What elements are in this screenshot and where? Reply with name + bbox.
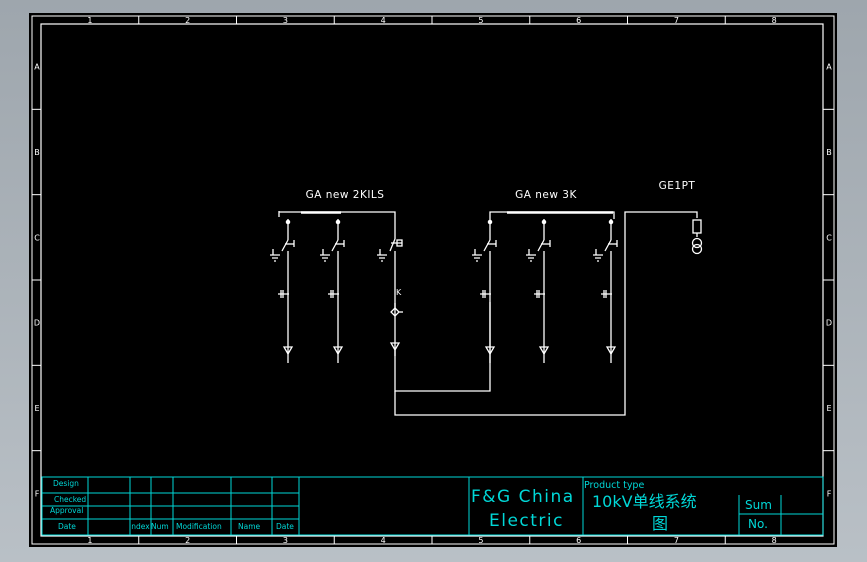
single-line-diagram: GA new 2KILS GA new 3K GE1PT K — [270, 180, 703, 416]
grid-row-label-left: E — [34, 404, 39, 413]
grid-col-label-top: 4 — [381, 16, 386, 25]
company-name-line1: F&G China — [471, 487, 575, 507]
col-modification: Modification — [176, 522, 222, 531]
pt-transformer-bottom — [691, 243, 703, 255]
svg-text:K: K — [396, 288, 402, 297]
feeder-unit — [270, 219, 295, 363]
grid-row-label-right: F — [827, 489, 832, 498]
cad-viewport[interactable] — [29, 13, 837, 547]
grid-row-label-right: D — [826, 319, 832, 328]
company-name-line2: Electric — [489, 511, 564, 531]
grid-col-label-bottom: 5 — [478, 536, 483, 545]
feeder-unit — [526, 219, 551, 363]
grid-row-label-left: B — [34, 148, 40, 157]
label-approval: Approval — [50, 506, 83, 515]
col-index: Index — [129, 522, 150, 531]
no-label: No. — [748, 517, 768, 531]
inner-frame — [40, 23, 824, 537]
grid-col-label-top: 5 — [478, 16, 483, 25]
bus-tie-unit: K — [377, 219, 403, 356]
grid-row-label-left: C — [34, 233, 40, 242]
pt-fuse — [692, 219, 702, 234]
section-left-label: GA new 2KILS — [306, 189, 385, 201]
grid-col-label-top: 3 — [283, 16, 288, 25]
grid-ticks — [32, 16, 834, 544]
pt-label: GE1PT — [659, 180, 696, 192]
grid-col-label-top: 7 — [674, 16, 679, 25]
product-name-line2: 图 — [652, 514, 668, 533]
section-right-label: GA new 3K — [515, 189, 577, 201]
pt-connection — [394, 211, 698, 416]
grid-col-label-bottom: 2 — [185, 536, 190, 545]
grid-col-label-bottom: 7 — [674, 536, 679, 545]
grid-col-label-bottom: 8 — [772, 536, 777, 545]
grid-col-label-top: 2 — [185, 16, 190, 25]
outer-frame — [31, 15, 835, 545]
col-date: Date — [276, 522, 294, 531]
grid-row-label-right: C — [826, 233, 832, 242]
label-design: Design — [53, 479, 79, 488]
grid-col-label-bottom: 6 — [576, 536, 581, 545]
grid-col-label-bottom: 1 — [87, 536, 92, 545]
feeder-unit — [320, 219, 345, 363]
grid-col-label-top: 6 — [576, 16, 581, 25]
grid-col-label-top: 8 — [772, 16, 777, 25]
feeder-unit — [593, 219, 618, 363]
bus-tie-connection — [394, 302, 491, 392]
grid-col-label-bottom: 4 — [381, 536, 386, 545]
sum-label: Sum — [745, 498, 772, 512]
grid-row-label-left: D — [34, 319, 40, 328]
grid-row-label-left: A — [34, 63, 40, 72]
col-name: Name — [238, 522, 261, 531]
col-num: Num — [151, 522, 169, 531]
grid-row-label-right: A — [826, 63, 832, 72]
title-block-text: Design Checked Approval Date Index Num M… — [50, 479, 772, 533]
product-type-label: Product type — [584, 480, 644, 491]
label-date: Date — [58, 522, 76, 531]
feeder-unit — [472, 219, 497, 363]
grid-row-label-right: B — [826, 148, 832, 157]
title-block — [41, 476, 824, 536]
grid-col-label-bottom: 3 — [283, 536, 288, 545]
grid-col-label-top: 1 — [87, 16, 92, 25]
product-name-line1: 10kV单线系统 — [592, 492, 697, 511]
grid-row-label-right: E — [826, 404, 831, 413]
pt-transformer-top — [691, 237, 703, 249]
label-checked: Checked — [54, 495, 86, 504]
grid-row-label-left: F — [35, 489, 40, 498]
